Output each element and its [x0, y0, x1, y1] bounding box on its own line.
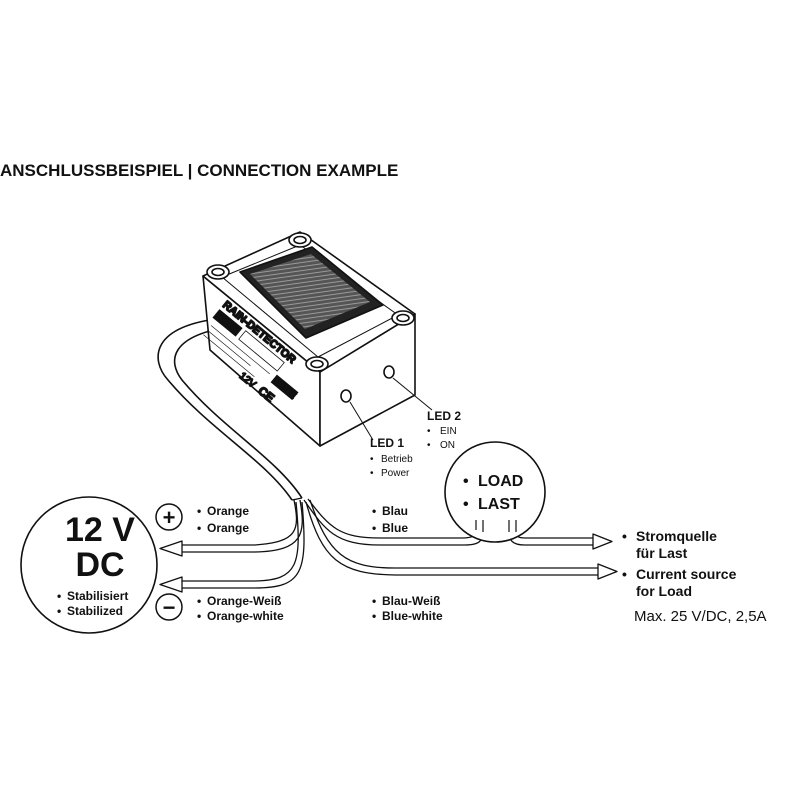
svg-text:•: • — [57, 604, 61, 618]
svg-text:•: • — [372, 594, 376, 608]
wire-orange — [180, 499, 298, 546]
arrow-left-plus-icon — [159, 540, 183, 557]
led-2-title: LED 2 — [427, 409, 461, 423]
led-1-line-1: Betrieb — [381, 454, 413, 465]
supply-note-1: Stabilisiert — [67, 589, 128, 603]
svg-text:•: • — [463, 496, 469, 513]
svg-text:•: • — [197, 609, 201, 623]
power-supply-symbol — [20, 496, 158, 634]
cable — [157, 317, 303, 501]
svg-text:•: • — [463, 473, 469, 490]
wire-blue-white-label-de: Blau-Weiß — [382, 594, 440, 608]
supply-type: DC — [75, 546, 124, 584]
load-label-en: LOAD — [478, 473, 523, 490]
wire-plus-label-en: Orange — [207, 521, 249, 535]
supply-voltage: 12 V — [65, 511, 135, 549]
svg-text:•: • — [370, 454, 374, 465]
page-title: ANSCHLUSSBEISPIEL | CONNECTION EXAMPLE — [0, 161, 398, 180]
arrow-right-source-icon — [597, 563, 618, 580]
source-rating: Max. 25 V/DC, 2,5A — [634, 608, 767, 625]
source-line-2: für Last — [636, 545, 688, 561]
svg-text:•: • — [622, 528, 627, 544]
minus-terminal-icon — [155, 593, 183, 621]
wire-minus-label-en: Orange-white — [207, 609, 284, 623]
wire-blue-white — [305, 501, 600, 576]
led-2-line-2: ON — [440, 440, 455, 451]
svg-text:•: • — [372, 521, 376, 535]
wire-bundle — [180, 498, 600, 589]
led-1-title: LED 1 — [370, 436, 404, 450]
svg-text:•: • — [370, 468, 374, 479]
svg-text:•: • — [622, 566, 627, 582]
load-symbol — [444, 441, 546, 543]
source-line-1: Stromquelle — [636, 528, 717, 544]
wire-blue-label-en: Blue — [382, 521, 408, 535]
arrow-left-minus-icon — [159, 576, 183, 593]
led-1-indicator — [340, 389, 352, 403]
svg-text:•: • — [427, 440, 431, 451]
wire-blue-white-label-en: Blue-white — [382, 609, 443, 623]
wire-plus-label-de: Orange — [207, 504, 249, 518]
plus-sign: + — [163, 505, 176, 530]
svg-text:•: • — [57, 589, 61, 603]
led-2-indicator — [383, 365, 395, 379]
minus-sign: − — [163, 595, 176, 620]
wire-minus-label-de: Orange-Weiß — [207, 594, 281, 608]
plus-terminal-icon — [155, 503, 183, 531]
arrow-right-load-icon — [592, 533, 613, 550]
svg-text:•: • — [427, 426, 431, 437]
led-2-line-1: EIN — [440, 426, 457, 437]
svg-text:•: • — [372, 504, 376, 518]
source-line-3: Current source — [636, 566, 737, 582]
svg-text:•: • — [197, 504, 201, 518]
svg-text:•: • — [197, 594, 201, 608]
svg-text:•: • — [197, 521, 201, 535]
supply-note-2: Stabilized — [67, 604, 123, 618]
wire-blue-label-de: Blau — [382, 504, 408, 518]
svg-text:•: • — [372, 609, 376, 623]
led-1-line-2: Power — [381, 468, 410, 479]
rain-detector-device: RAIN-DETECTOR Kemo M152K 12V CE — [202, 231, 416, 447]
source-line-4: for Load — [636, 583, 692, 599]
load-label-de: LAST — [478, 496, 520, 513]
wire-orange-white — [180, 501, 299, 582]
